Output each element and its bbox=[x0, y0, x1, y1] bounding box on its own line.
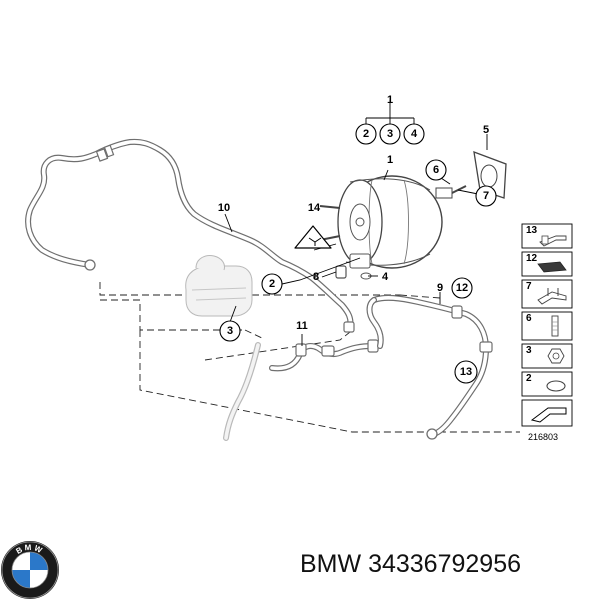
callouts: 1 2 3 4 5 1 6 7 10 14 2 8 4 3 11 9 12 13 bbox=[218, 94, 497, 384]
callout-2: 2 bbox=[269, 278, 275, 290]
callout-9: 9 bbox=[437, 282, 443, 294]
legend-2: 2 bbox=[526, 373, 532, 384]
legend-3: 3 bbox=[526, 345, 532, 356]
callout-3-sub: 3 bbox=[387, 128, 393, 140]
clip-13-icon bbox=[539, 235, 567, 247]
part-caption: BMW 34336792956 bbox=[300, 550, 596, 579]
parts-legend: 13 12 7 6 3 bbox=[521, 223, 573, 442]
sensor-hose bbox=[223, 342, 261, 441]
brake-booster bbox=[319, 175, 467, 269]
part-number: 34336792956 bbox=[368, 550, 522, 578]
pad-12-icon bbox=[537, 261, 567, 273]
callout-1-top: 1 bbox=[387, 94, 393, 106]
grommet-8 bbox=[335, 265, 347, 279]
callout-6: 6 bbox=[433, 164, 439, 176]
callout-4: 4 bbox=[382, 271, 389, 283]
warning-triangle-icon bbox=[294, 225, 332, 249]
legend-7: 7 bbox=[526, 281, 532, 292]
callout-1-booster: 1 bbox=[387, 154, 393, 166]
callout-2-sub: 2 bbox=[363, 128, 369, 140]
vacuum-hose-11 bbox=[269, 339, 379, 372]
legend-6: 6 bbox=[526, 313, 532, 324]
bmw-logo: BMW bbox=[1, 541, 59, 599]
brand-name: BMW bbox=[300, 550, 362, 578]
legend-13: 13 bbox=[526, 225, 538, 236]
callout-4-sub: 4 bbox=[411, 128, 418, 140]
o-ring-2-icon bbox=[546, 380, 566, 392]
arrow-icon bbox=[530, 407, 567, 423]
hex-nut-3-icon bbox=[547, 348, 565, 364]
callout-13: 13 bbox=[460, 366, 472, 378]
brake-fluid-reservoir bbox=[185, 255, 253, 317]
callout-12: 12 bbox=[456, 282, 468, 294]
callout-7: 7 bbox=[483, 190, 489, 202]
callout-3: 3 bbox=[227, 325, 233, 337]
callout-14: 14 bbox=[308, 202, 321, 214]
drawing-number: 216803 bbox=[528, 432, 558, 442]
vacuum-line-10 bbox=[25, 138, 355, 333]
assembly-outline bbox=[99, 282, 520, 433]
leader-lines bbox=[224, 100, 488, 381]
legend-12: 12 bbox=[526, 253, 538, 264]
callout-10: 10 bbox=[218, 202, 230, 214]
vacuum-pipe-9 bbox=[366, 294, 493, 440]
callout-8: 8 bbox=[313, 271, 319, 283]
callout-5: 5 bbox=[483, 124, 489, 136]
callout-11: 11 bbox=[296, 320, 308, 332]
stud-6-icon bbox=[551, 315, 559, 337]
logo-letters: BMW bbox=[14, 543, 43, 556]
svg-text:BMW: BMW bbox=[14, 543, 45, 556]
bracket-7-icon bbox=[537, 288, 567, 305]
